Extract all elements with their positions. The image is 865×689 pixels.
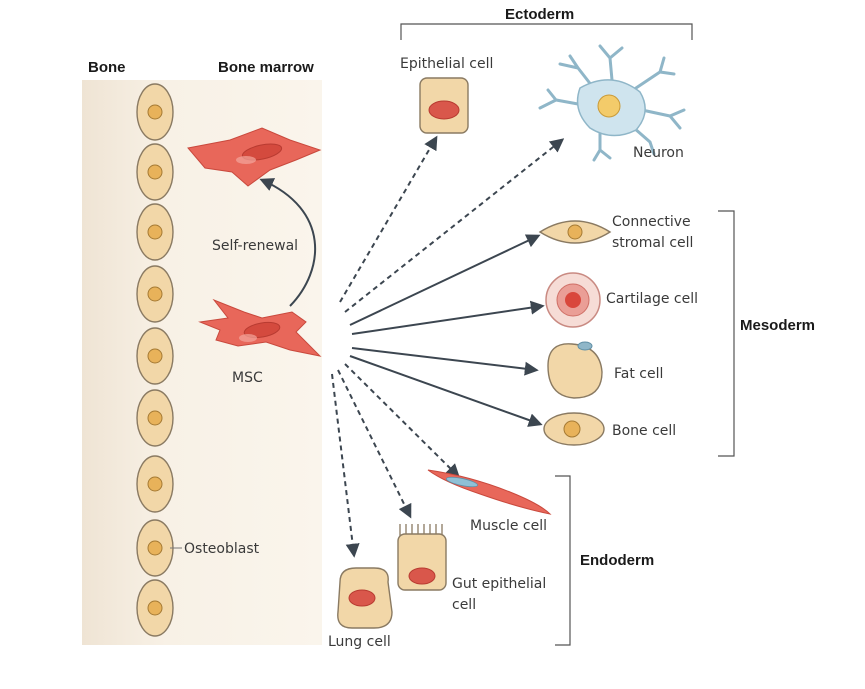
mesoderm-header: Mesoderm xyxy=(740,317,815,334)
arrow-to-bone-cell xyxy=(349,355,543,427)
self-renewed-msc xyxy=(187,127,322,187)
bone-cell-label: Bone cell xyxy=(612,423,676,439)
differentiation-arrows xyxy=(331,135,565,558)
lung-cell-label: Lung cell xyxy=(328,634,391,650)
connective-stromal-cell xyxy=(538,220,612,244)
endoderm-bracket xyxy=(555,475,571,646)
epithelial-cell xyxy=(419,77,469,134)
self-renewal-label: Self-renewal xyxy=(212,238,298,254)
ectoderm-header: Ectoderm xyxy=(505,6,574,23)
osteoblast-nucleus xyxy=(147,540,163,556)
endoderm-header: Endoderm xyxy=(580,552,654,569)
osteoblast-nucleus xyxy=(147,476,163,492)
osteoblast-nucleus xyxy=(147,224,163,240)
epithelial-cell-label: Epithelial cell xyxy=(400,56,493,72)
bone-header: Bone xyxy=(88,59,126,76)
mesoderm-bracket xyxy=(718,210,735,457)
arrow-to-neuron xyxy=(344,138,565,313)
osteoblast-nucleus xyxy=(147,410,163,426)
arrow-to-epithelial-cell xyxy=(339,135,438,303)
bone-marrow-header: Bone marrow xyxy=(218,59,314,76)
arrow-to-cartilage-cell xyxy=(351,300,545,335)
muscle-cell xyxy=(427,469,552,515)
lung-cell xyxy=(337,567,393,629)
connective-stromal-cell-label-line2: stromal cell xyxy=(612,235,693,251)
arrow-to-lung-cell xyxy=(331,373,360,558)
neuron-cell xyxy=(538,44,686,162)
arrow-to-connective-stromal-cell xyxy=(349,234,541,326)
cartilage-cell xyxy=(545,272,601,328)
self-renewal-arrow xyxy=(259,178,317,307)
gut-epithelial-cell-label-line1: Gut epithelial xyxy=(452,576,546,592)
neuron-body xyxy=(576,79,646,137)
fat-cell-label: Fat cell xyxy=(614,366,663,382)
ectoderm-bracket xyxy=(400,23,693,40)
connective-stromal-cell-label-line1: Connective xyxy=(612,214,691,230)
arrow-to-gut-epithelial-cell xyxy=(337,369,412,519)
fat-cell xyxy=(547,341,603,399)
osteoblast-column xyxy=(136,83,174,637)
muscle-cell-label: Muscle cell xyxy=(470,518,547,534)
osteoblast-nucleus xyxy=(147,348,163,364)
cartilage-cell-label: Cartilage cell xyxy=(606,291,698,307)
gut-epithelial-cell xyxy=(397,524,447,591)
osteoblast-nucleus xyxy=(147,286,163,302)
bone-marrow-region xyxy=(82,80,322,645)
neuron-label: Neuron xyxy=(633,145,684,161)
arrow-to-fat-cell xyxy=(351,347,539,376)
gut-epithelial-cell-label-line2: cell xyxy=(452,597,476,613)
msc-cell xyxy=(198,298,322,357)
bone-cell xyxy=(543,412,605,446)
osteoblast-label: Osteoblast xyxy=(184,541,260,557)
osteoblast-nucleus xyxy=(147,164,163,180)
osteoblast-nucleus xyxy=(147,104,163,120)
msc-label: MSC xyxy=(232,370,263,386)
osteoblast-nucleus xyxy=(147,600,163,616)
